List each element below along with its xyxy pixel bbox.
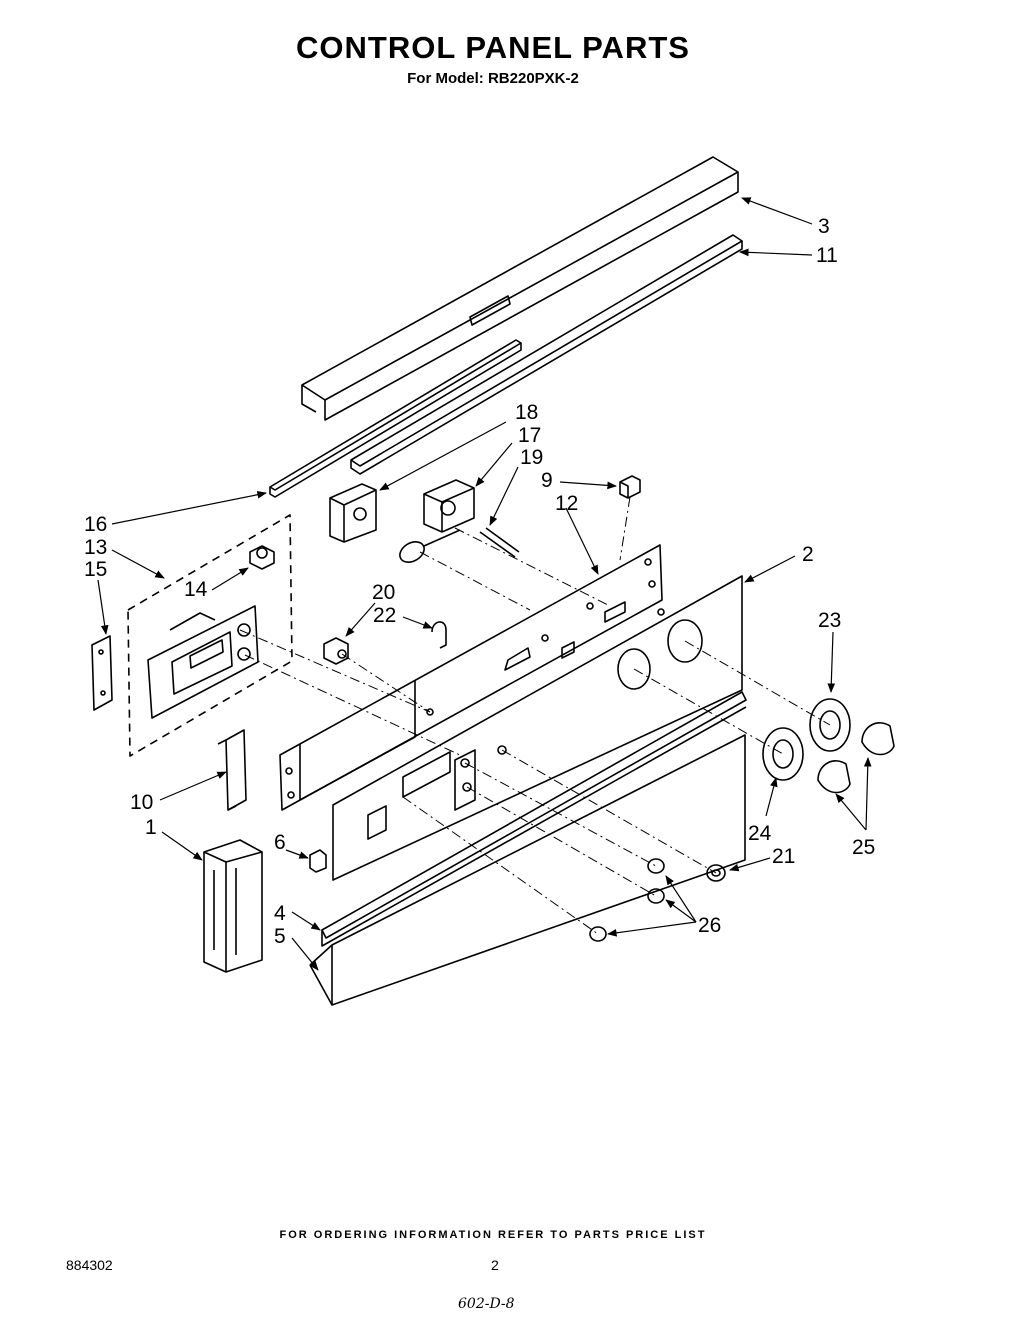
callout-19: 19	[520, 446, 543, 469]
callout-2: 2	[802, 543, 814, 566]
part-19-ring-and-wire	[399, 527, 520, 563]
part-5-lower-trim	[309, 734, 746, 1006]
part-12-bracket	[279, 544, 663, 811]
part-4-trim-strip	[321, 691, 747, 947]
part-22-clip	[431, 621, 447, 649]
page-number: 2	[491, 1257, 499, 1273]
callout-26: 26	[698, 914, 721, 937]
callout-21: 21	[772, 845, 795, 868]
part-2-main-panel	[332, 575, 743, 881]
ordering-note: FOR ORDERING INFORMATION REFER TO PARTS …	[279, 1229, 707, 1241]
part-21-nut	[706, 864, 726, 882]
part-1-end-cap	[203, 839, 263, 973]
part-24-bezel	[762, 727, 804, 781]
callout-16: 16	[84, 513, 107, 536]
callout-5: 5	[274, 925, 286, 948]
part-10-bracket	[217, 729, 247, 811]
callout-22: 22	[373, 604, 396, 627]
callout-1: 1	[145, 816, 157, 839]
callout-25: 25	[852, 836, 875, 859]
callout-24: 24	[748, 822, 772, 845]
assembly-lines	[239, 496, 831, 935]
part-15-side-bracket	[91, 635, 113, 711]
callout-20: 20	[372, 581, 395, 604]
part-23-bezel	[809, 698, 851, 752]
callout-14: 14	[184, 578, 208, 601]
part-9-clip	[619, 475, 641, 499]
document-number: 884302	[66, 1257, 113, 1273]
model-subtitle: For Model: RB220PXK-2	[407, 70, 579, 87]
part-14-knob	[249, 545, 275, 570]
part-3-top-channel	[301, 156, 739, 421]
callout-9: 9	[541, 469, 553, 492]
callout-12: 12	[555, 492, 578, 515]
callout-10: 10	[130, 791, 153, 814]
part-11-strip	[350, 234, 743, 475]
callout-13: 13	[84, 536, 107, 559]
callout-23: 23	[818, 609, 841, 632]
callout-15: 15	[84, 558, 107, 581]
part-20-switch	[323, 637, 349, 665]
page-title: CONTROL PANEL PARTS	[296, 30, 690, 65]
part-18-switch-block	[329, 483, 377, 543]
part-17-switch-block	[423, 479, 475, 533]
part-26-nuts	[589, 858, 665, 942]
callout-6: 6	[274, 831, 286, 854]
part-16-strip	[269, 339, 522, 498]
leader-arrows	[97, 197, 872, 971]
callout-11: 11	[816, 244, 838, 267]
callout-18: 18	[515, 401, 538, 424]
part-15-clock	[147, 605, 259, 719]
handwritten-note: 602-D-8	[458, 1296, 515, 1312]
part-25-knobs	[817, 722, 895, 794]
callout-3: 3	[818, 215, 830, 238]
callout-4: 4	[274, 902, 286, 925]
part-6-small-part	[309, 849, 327, 873]
callout-17: 17	[518, 424, 541, 447]
